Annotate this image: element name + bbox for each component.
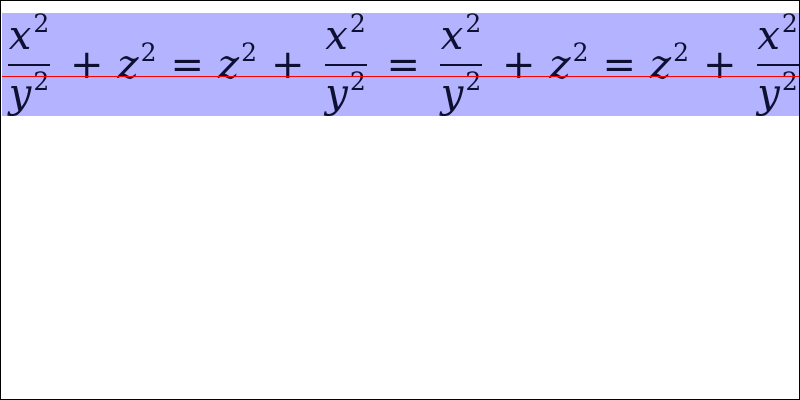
fraction-bar <box>440 63 483 66</box>
fraction-term: x2 y2 <box>440 13 483 116</box>
fraction-bar <box>324 63 367 66</box>
z-squared-term: z2 <box>549 37 589 88</box>
equals-sign: = <box>386 41 421 88</box>
fraction-denominator: y2 <box>325 66 366 116</box>
fraction-numerator: x2 <box>325 13 366 59</box>
equation-row: x2 y2 + z2 = z2 + x2 y2 = x2 y2 + z2 <box>2 13 799 116</box>
z-squared-term: z2 <box>650 37 690 88</box>
plus-sign: + <box>703 41 737 88</box>
fraction-numerator: x2 <box>8 13 50 59</box>
fraction-denominator: y2 <box>440 66 482 116</box>
fraction-bar <box>756 63 799 66</box>
fraction-numerator: x2 <box>757 13 798 59</box>
baseline-rule <box>2 76 799 77</box>
fraction-denominator: y2 <box>757 66 798 116</box>
plus-sign: + <box>271 41 305 88</box>
equals-sign: = <box>602 41 637 88</box>
fraction-denominator: y2 <box>8 66 50 116</box>
fraction-term: x2 y2 <box>756 13 799 116</box>
plus-sign: + <box>502 41 536 88</box>
fraction-numerator: x2 <box>440 13 482 59</box>
fraction-bar <box>8 63 50 66</box>
equation-band: x2 y2 + z2 = z2 + x2 y2 = x2 y2 + z2 <box>2 13 799 116</box>
z-squared-term: z2 <box>117 37 157 88</box>
fraction-term: x2 y2 <box>8 13 50 116</box>
plus-sign: + <box>70 41 104 88</box>
fraction-term: x2 y2 <box>324 13 367 116</box>
equals-sign: = <box>170 41 205 88</box>
z-squared-term: z2 <box>218 37 257 88</box>
highlight-box <box>2 13 799 116</box>
